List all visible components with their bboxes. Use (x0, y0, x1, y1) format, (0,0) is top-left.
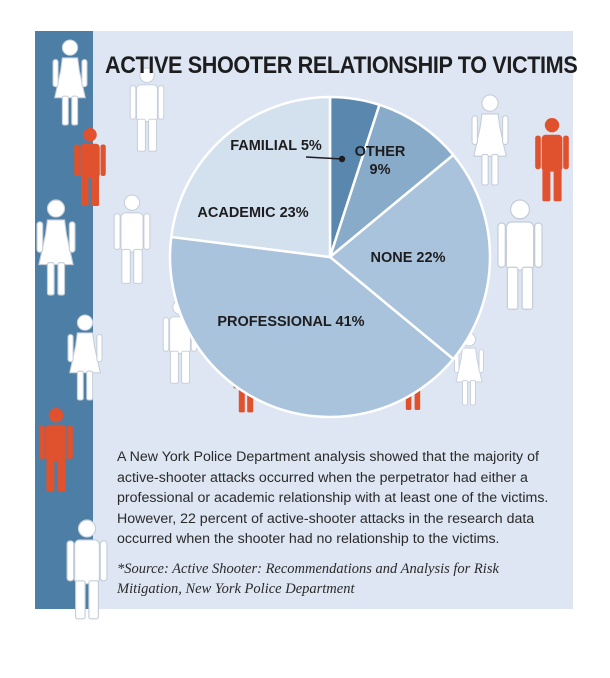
person-figure-11 (535, 118, 569, 202)
source-citation: *Source: Active Shooter: Recommendations… (117, 561, 499, 597)
person-figure-6 (67, 314, 103, 401)
person-figure-1 (52, 39, 88, 126)
pie-slice-none (328, 153, 492, 361)
person-figure-4 (36, 199, 76, 296)
slice-label-familial: FAMILIAL 5% (230, 138, 322, 154)
pie-slice-professional (168, 235, 456, 419)
person-figure-9 (66, 519, 108, 620)
person-figure-3 (74, 128, 106, 206)
slice-label-academic: ACADEMIC 23% (197, 205, 308, 221)
person-figure-5 (113, 194, 151, 284)
chart-title: ACTIVE SHOOTER RELATIONSHIP TO VICTIMS (105, 52, 578, 79)
familial-leader-dot (338, 155, 346, 163)
pie-slice-academic (169, 95, 332, 259)
person-figure-10 (471, 94, 509, 186)
person-figure-2 (129, 67, 165, 152)
pie-slice-other (327, 103, 456, 261)
familial-leader-line (305, 156, 343, 160)
slice-label-professional: PROFESSIONAL 41% (217, 314, 364, 330)
person-figure-12 (497, 199, 543, 310)
person-figure-7 (39, 408, 73, 492)
description-text: A New York Police Department analysis sh… (117, 449, 549, 548)
slice-label-none: NONE 22% (371, 250, 446, 266)
